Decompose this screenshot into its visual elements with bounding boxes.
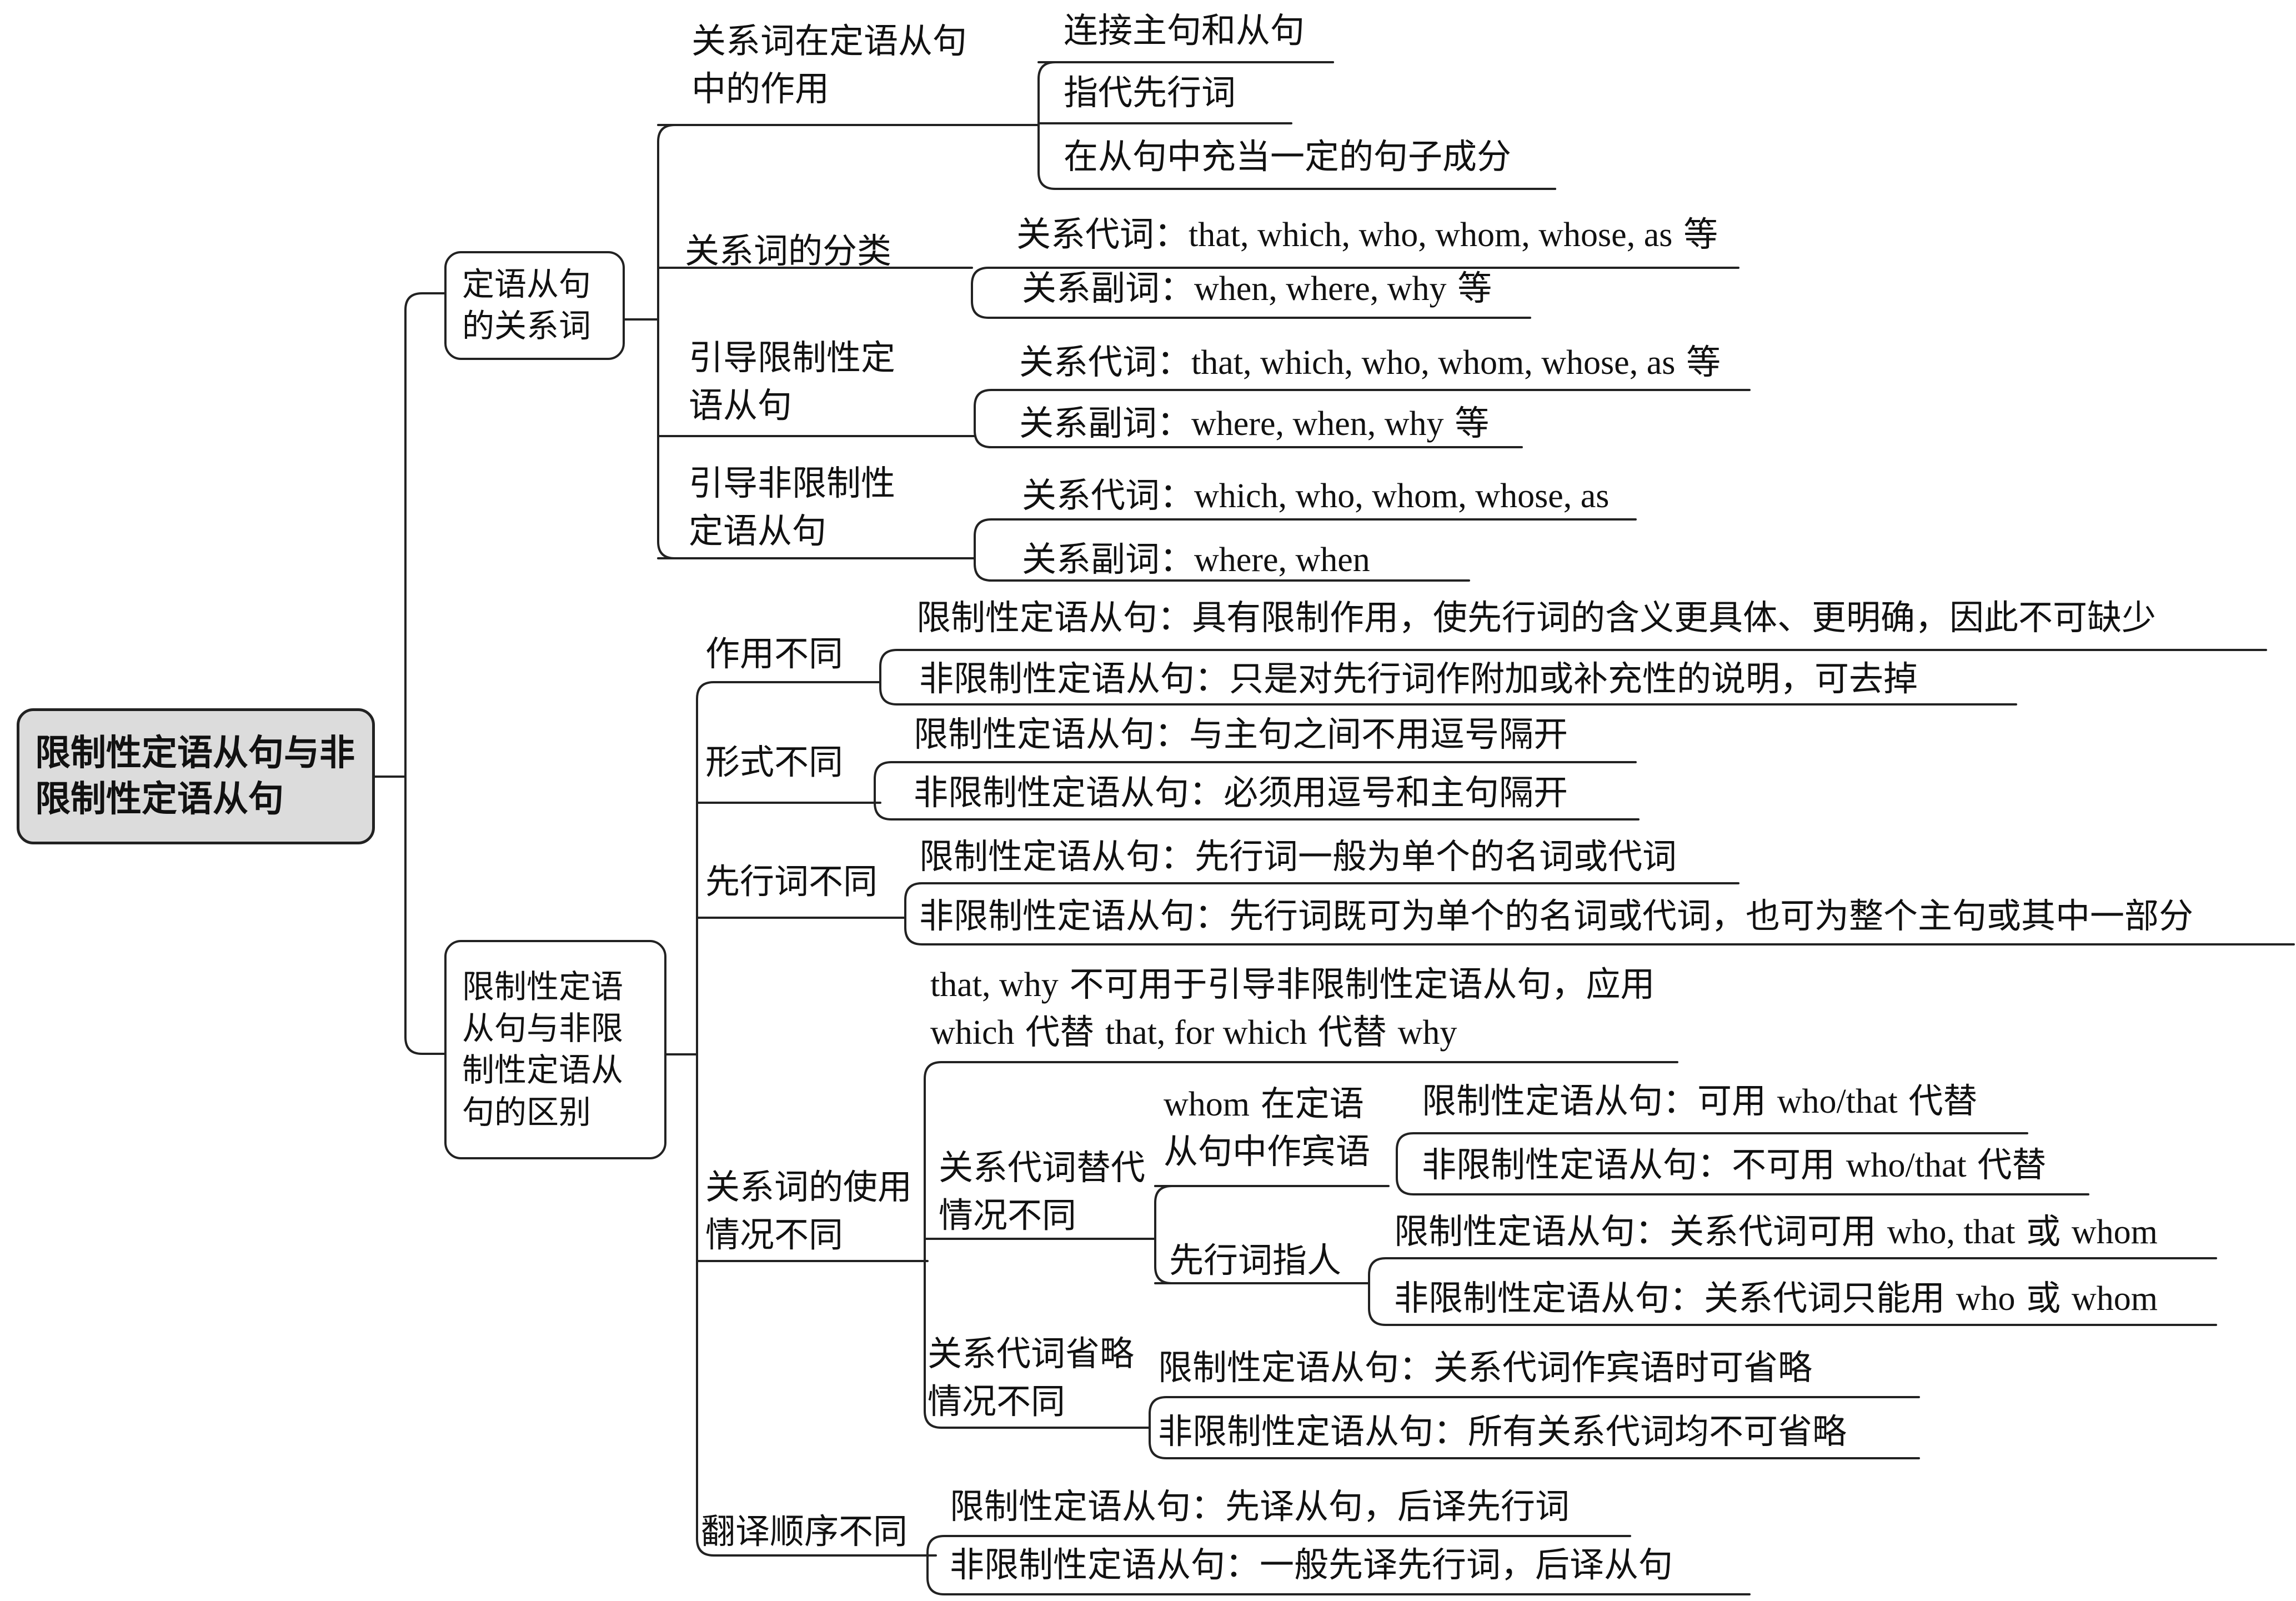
diff-form: 形式不同 <box>705 742 844 782</box>
leaf: 关系代词：that, which, who, whom, whose, as 等 <box>1019 342 1721 382</box>
usage-note: that, why 不可用于引导非限制性定语从句，应用 which 代替 tha… <box>930 964 1655 1052</box>
leaf: 非限制性定语从句：一般先译先行词，后译从句 <box>950 1544 1673 1585</box>
leaf: 关系代词：which, who, whom, whose, as <box>1022 475 1610 516</box>
antecedent-person: 先行词指人 <box>1169 1240 1342 1280</box>
diff-function: 作用不同 <box>705 633 844 674</box>
node-relative-words: 定语从句的关系词 <box>444 251 625 360</box>
leaf: 关系副词：where, when <box>1022 539 1370 579</box>
branch-c1: 关系词在定语从句中的作用 <box>691 21 967 109</box>
whom-object: whom 在定语从句中作宾语 <box>1164 1083 1371 1172</box>
node-differences-label: 限制性定语从句与非限制性定语从句的区别 <box>462 967 624 1131</box>
connector <box>1149 1396 1920 1459</box>
leaf: 限制性定语从句：与主句之间不用逗号隔开 <box>914 714 1568 754</box>
leaf: 指代先行词 <box>1064 72 1236 113</box>
omit-situation: 关系代词省略情况不同 <box>928 1333 1135 1422</box>
diff-usage: 关系词的使用情况不同 <box>705 1167 913 1255</box>
connector <box>404 292 445 1055</box>
leaf: 非限制性定语从句：关系代词只能用 who 或 whom <box>1394 1278 2158 1318</box>
leaf: 非限制性定语从句：先行词既可为单个的名词或代词，也可为整个主句或其中一部分 <box>919 895 2194 936</box>
leaf: 关系副词：where, when, why 等 <box>1019 403 1490 443</box>
leaf: 限制性定语从句：具有限制作用，使先行词的含义更具体、更明确，因此不可缺少 <box>916 597 2157 638</box>
connector <box>926 1535 1751 1595</box>
connector <box>974 518 1637 582</box>
leaf: 非限制性定语从句：必须用逗号和主句隔开 <box>914 772 1568 813</box>
branch-c4: 引导非限制性定语从句 <box>689 463 896 551</box>
connector <box>924 1061 1678 1429</box>
branch-c3: 引导限制性定语从句 <box>689 337 896 426</box>
leaf: 限制性定语从句：关系代词可用 who, that 或 whom <box>1394 1211 2158 1252</box>
root-node: 限制性定语从句与非限制性定语从句 <box>17 708 375 844</box>
leaf: 非限制性定语从句：只是对先行词作附加或补充性的说明，可去掉 <box>919 658 1918 699</box>
leaf: 非限制性定语从句：所有关系代词均不可省略 <box>1158 1411 1847 1452</box>
diff-antecedent: 先行词不同 <box>705 861 878 902</box>
node-relative-words-label: 定语从句的关系词 <box>462 265 591 345</box>
connector <box>971 267 1739 319</box>
leaf: 关系代词：that, which, who, whom, whose, as 等 <box>1016 214 1718 254</box>
connector <box>874 761 1640 820</box>
leaf: 在从句中充当一定的句子成分 <box>1064 136 1512 177</box>
leaf: 限制性定语从句：关系代词作宾语时可省略 <box>1158 1347 1813 1388</box>
leaf: 限制性定语从句：可用 who/that 代替 <box>1422 1080 1978 1121</box>
connector <box>1396 1132 2089 1195</box>
leaf: 连接主句和从句 <box>1064 10 1305 51</box>
leaf: 非限制性定语从句：不可用 who/that 代替 <box>1422 1144 2047 1185</box>
leaf: 关系副词：when, where, why 等 <box>1022 268 1492 308</box>
node-differences: 限制性定语从句与非限制性定语从句的区别 <box>444 940 666 1159</box>
connector <box>879 649 2267 706</box>
root-node-label: 限制性定语从句与非限制性定语从句 <box>35 732 355 820</box>
connector <box>657 124 693 559</box>
leaf: 限制性定语从句：先行词一般为单个的名词或代词 <box>919 836 1677 877</box>
connector <box>904 882 2295 945</box>
replace-situation: 关系代词替代情况不同 <box>939 1147 1146 1235</box>
connector <box>1368 1257 2217 1326</box>
connector <box>974 389 1751 448</box>
leaf: 限制性定语从句：先译从句，后译先行词 <box>950 1486 1570 1527</box>
diff-translation: 翻译顺序不同 <box>701 1511 908 1552</box>
branch-c2: 关系词的分类 <box>685 231 892 271</box>
connector <box>696 681 937 1557</box>
